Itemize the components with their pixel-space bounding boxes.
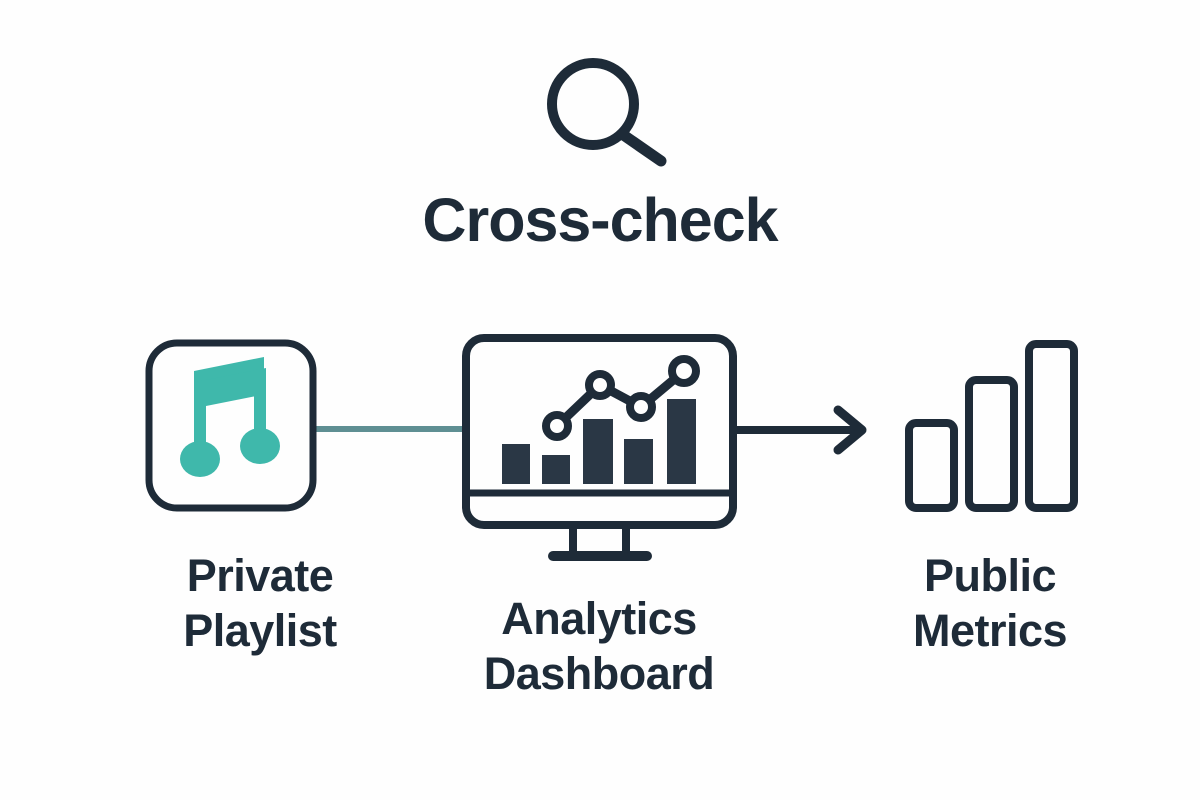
monitor-stand-right-leg xyxy=(622,525,630,553)
node-label-private-playlist: Private Playlist xyxy=(183,550,337,656)
chart-marker-3 xyxy=(626,392,656,422)
node-label-analytics-dashboard: Analytics Dashboard xyxy=(483,593,715,699)
node-private-playlist-icon[interactable] xyxy=(145,339,317,512)
monitor-stand-left-leg xyxy=(569,525,577,553)
music-note-icon xyxy=(180,357,280,477)
metrics-bar-1 xyxy=(905,419,958,512)
metrics-bar-3 xyxy=(1025,340,1078,512)
magnifier-icon xyxy=(547,58,667,167)
monitor-stand-base xyxy=(548,551,652,561)
chart-marker-2 xyxy=(585,370,615,400)
connector-dashboard-to-metrics xyxy=(736,405,867,455)
node-analytics-dashboard-icon[interactable] xyxy=(462,334,737,561)
node-label-public-metrics: Public Metrics xyxy=(912,550,1068,656)
dashboard-chart-line xyxy=(542,355,700,441)
node-public-metrics-icon[interactable] xyxy=(905,340,1078,512)
metrics-bar-2 xyxy=(965,376,1018,512)
chart-marker-4 xyxy=(668,355,700,387)
page-title: Cross-check xyxy=(422,186,778,254)
chart-marker-1 xyxy=(542,411,572,441)
dashboard-chart-bars xyxy=(502,399,696,484)
